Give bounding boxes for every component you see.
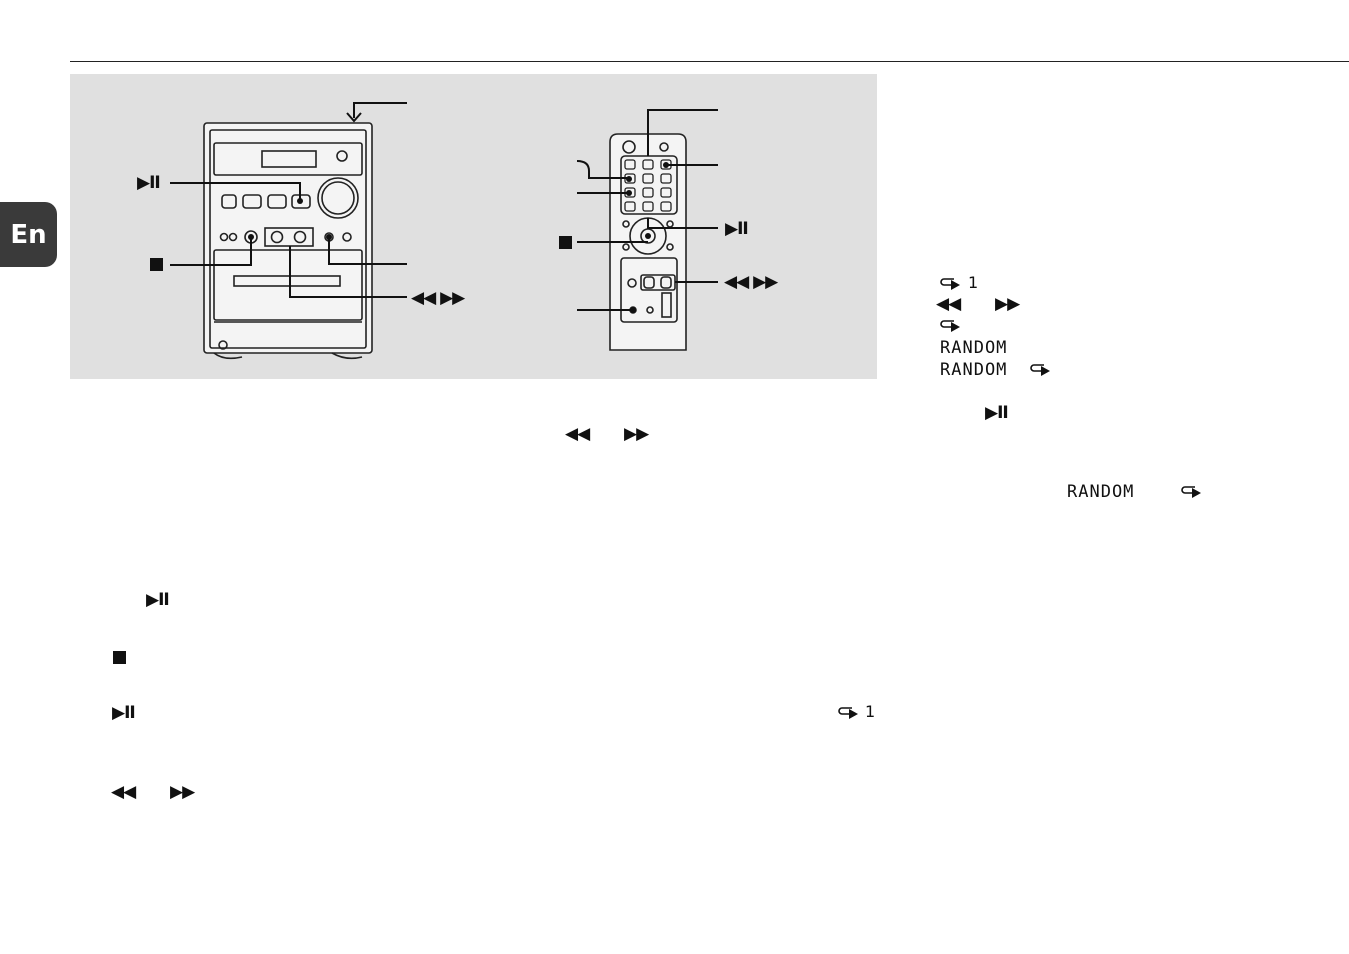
remote-dots xyxy=(626,162,669,313)
random-repeat-mode-label: RANDOM xyxy=(940,360,1008,380)
stereo-unit xyxy=(203,122,373,360)
mode-rew-icon: ◀◀ xyxy=(936,294,961,314)
repeat-one-number: 1 xyxy=(968,273,979,292)
repeat-all-icon xyxy=(940,320,960,332)
stop-icon xyxy=(150,256,163,276)
step-ff-icon: ▶▶ xyxy=(170,782,195,802)
body-ff-icon: ▶▶ xyxy=(624,424,649,444)
step-rew-icon: ◀◀ xyxy=(111,782,136,802)
body-repeat-one-icon xyxy=(838,707,858,719)
unit-callouts xyxy=(170,102,407,298)
unit-illustration xyxy=(170,102,718,360)
random-inline-label: RANDOM xyxy=(1067,482,1135,502)
right-play-pause-icon: ▶II xyxy=(985,403,1009,423)
step-stop-icon xyxy=(113,649,126,669)
remote-rew-ff-icon: ◀◀ ▶▶ xyxy=(724,272,778,292)
repeat-one-icon xyxy=(940,278,960,290)
header-rule xyxy=(70,61,1349,62)
body-repeat-one-number: 1 xyxy=(865,702,876,721)
rew-ff-icon: ◀◀ ▶▶ xyxy=(411,288,465,308)
step-play-pause-icon: ▶II xyxy=(146,590,170,610)
inline-repeat-icon xyxy=(1181,486,1201,498)
unit-dots xyxy=(248,198,332,240)
mode-ff-icon: ▶▶ xyxy=(995,294,1020,314)
language-tab: En xyxy=(0,202,57,267)
remote-play-pause-icon: ▶II xyxy=(725,219,749,239)
random-repeat-icon xyxy=(1030,364,1050,376)
language-tab-label: En xyxy=(10,219,47,250)
remote-stop-icon xyxy=(559,234,572,254)
remote-callouts xyxy=(576,109,718,311)
random-mode-label: RANDOM xyxy=(940,338,1008,358)
body-rew-icon: ◀◀ xyxy=(565,424,590,444)
play-pause-icon: ▶II xyxy=(137,173,161,193)
step-play-pause-icon-2: ▶II xyxy=(112,703,136,723)
